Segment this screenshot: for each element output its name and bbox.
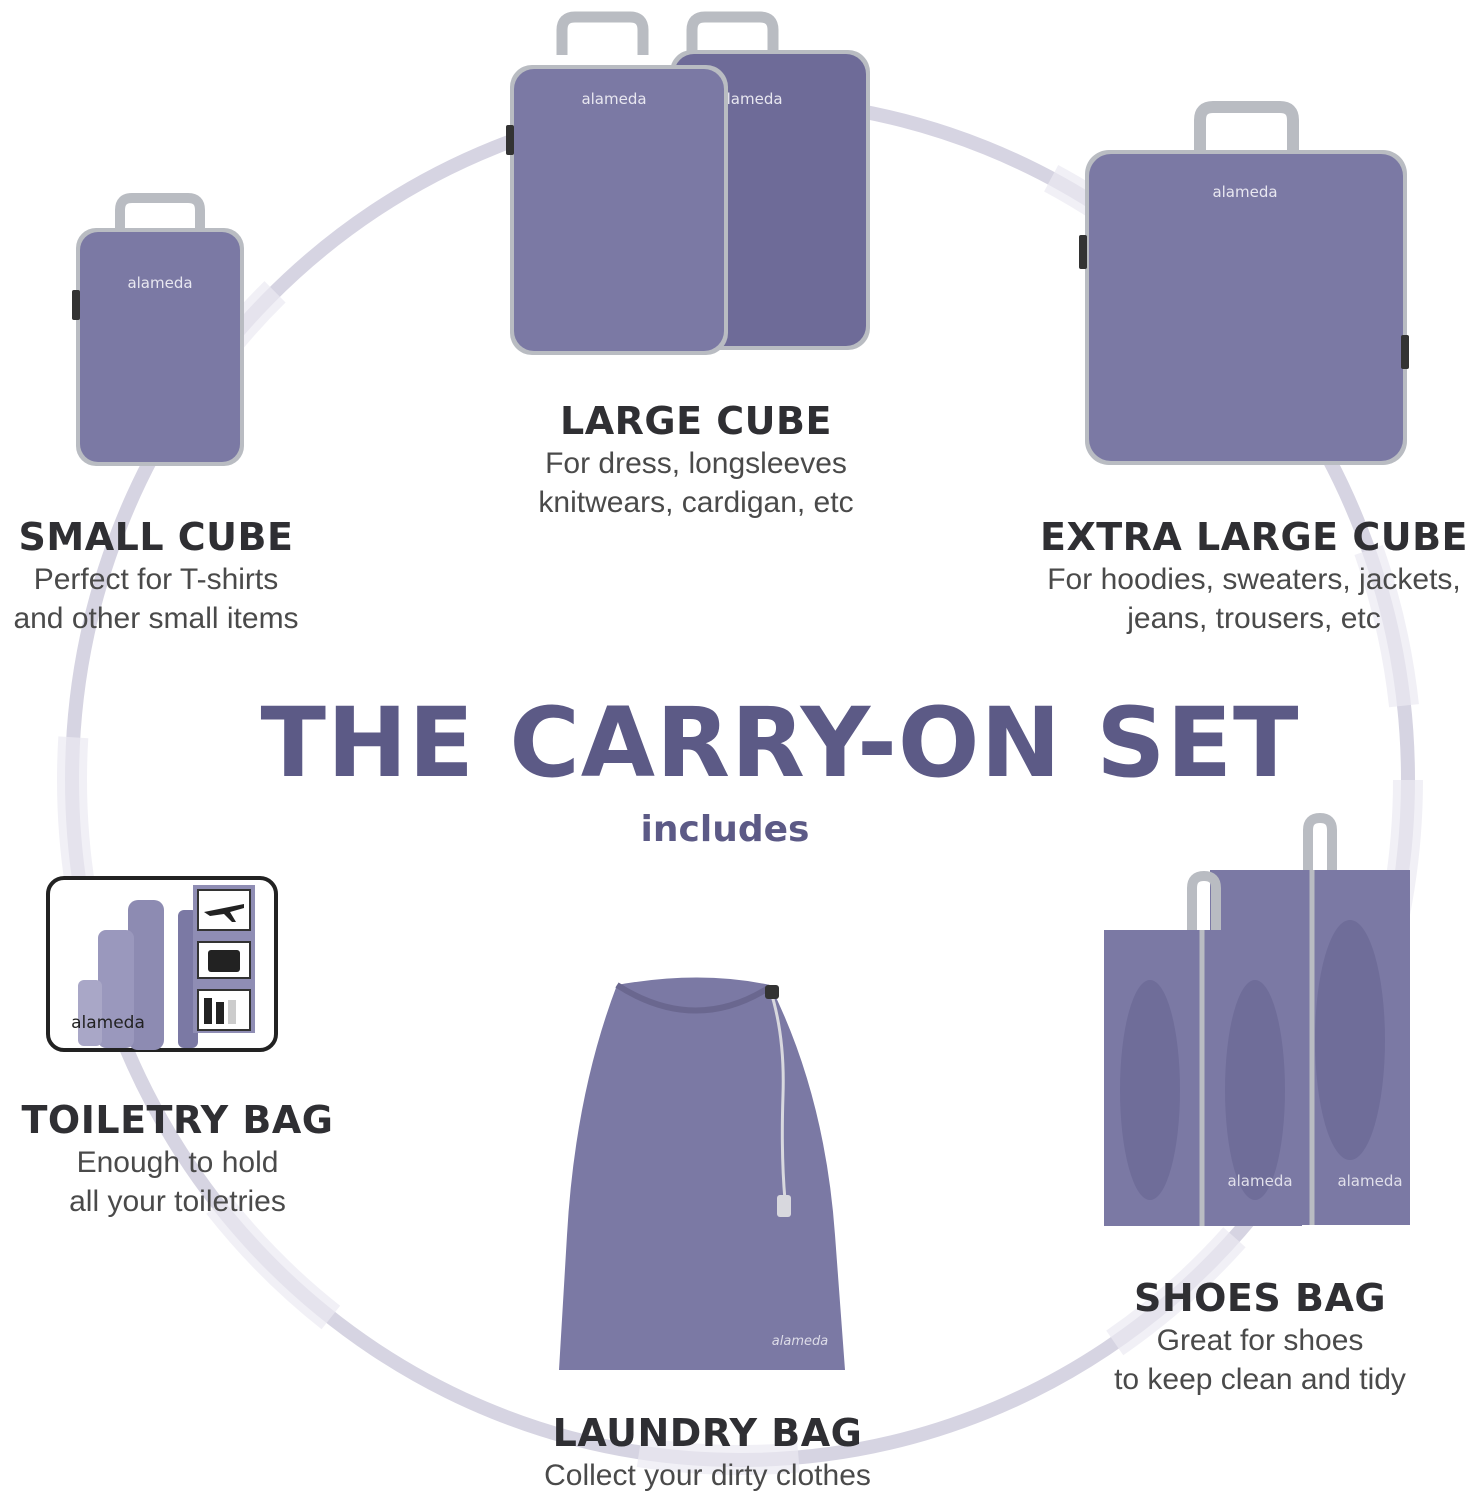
item-name: LAUNDRY BAG: [552, 1411, 863, 1455]
item-name: SHOES BAG: [1133, 1276, 1387, 1320]
page-subtitle: includes: [640, 809, 810, 850]
item-desc-line: Enough to hold: [76, 1146, 279, 1179]
item-desc-line: and other small items: [13, 602, 299, 635]
toiletry-bag-label: TOILETRY BAG Enough to hold all your toi…: [20, 1097, 335, 1221]
large-cube-label: LARGE CUBE For dress, longsleeves knitwe…: [500, 398, 892, 522]
item-desc-line: all your toiletries: [69, 1185, 286, 1218]
small-cube-logo: alameda: [127, 274, 192, 292]
shoes-bag-logo-front: alameda: [1227, 1172, 1292, 1190]
item-desc-line: Perfect for T-shirts: [33, 563, 279, 596]
large-cube-logo-front: alameda: [581, 90, 646, 108]
toiletry-bag-image: alameda: [46, 876, 278, 1052]
bottle-icon: [204, 998, 212, 1024]
laundry-bag-logo: alameda: [772, 1334, 828, 1349]
suitcase-icon: [208, 950, 240, 972]
page-title: THE CARRY-ON SET: [260, 687, 1300, 799]
small-cube-image: alameda: [72, 193, 244, 466]
airplane-icon: [204, 904, 244, 922]
toiletry-bag-logo: alameda: [71, 1013, 145, 1033]
extra-large-cube-image: alameda: [1079, 101, 1409, 465]
laundry-bag-label: LAUNDRY BAG Collect your dirty clothes: [505, 1410, 910, 1495]
item-name: TOILETRY BAG: [21, 1098, 334, 1142]
large-cube-logo-back: alameda: [717, 90, 782, 108]
small-cube-label: SMALL CUBE Perfect for T-shirts and othe…: [0, 514, 312, 638]
shoes-bag-label: SHOES BAG Great for shoes to keep clean …: [1080, 1275, 1440, 1399]
item-desc-line: jeans, trousers, etc: [1127, 602, 1381, 635]
item-desc-line: Collect your dirty clothes: [544, 1459, 871, 1492]
item-desc-line: Great for shoes: [1156, 1324, 1364, 1357]
shoes-bag-image: alameda alameda: [1104, 812, 1410, 1226]
shoes-bag-logo-back: alameda: [1337, 1172, 1402, 1190]
extra-large-cube-logo: alameda: [1212, 183, 1277, 201]
large-cube-image: alameda alameda: [506, 11, 870, 355]
item-name: EXTRA LARGE CUBE: [1039, 515, 1468, 559]
item-desc-line: to keep clean and tidy: [1114, 1363, 1406, 1396]
item-name: SMALL CUBE: [18, 515, 294, 559]
item-desc-line: knitwears, cardigan, etc: [538, 486, 854, 519]
item-desc-line: For dress, longsleeves: [545, 447, 847, 480]
item-desc-line: For hoodies, sweaters, jackets,: [1047, 563, 1461, 596]
extra-large-cube-label: EXTRA LARGE CUBE For hoodies, sweaters, …: [1029, 514, 1479, 638]
item-name: LARGE CUBE: [560, 399, 832, 443]
laundry-bag-image: alameda: [559, 977, 845, 1370]
